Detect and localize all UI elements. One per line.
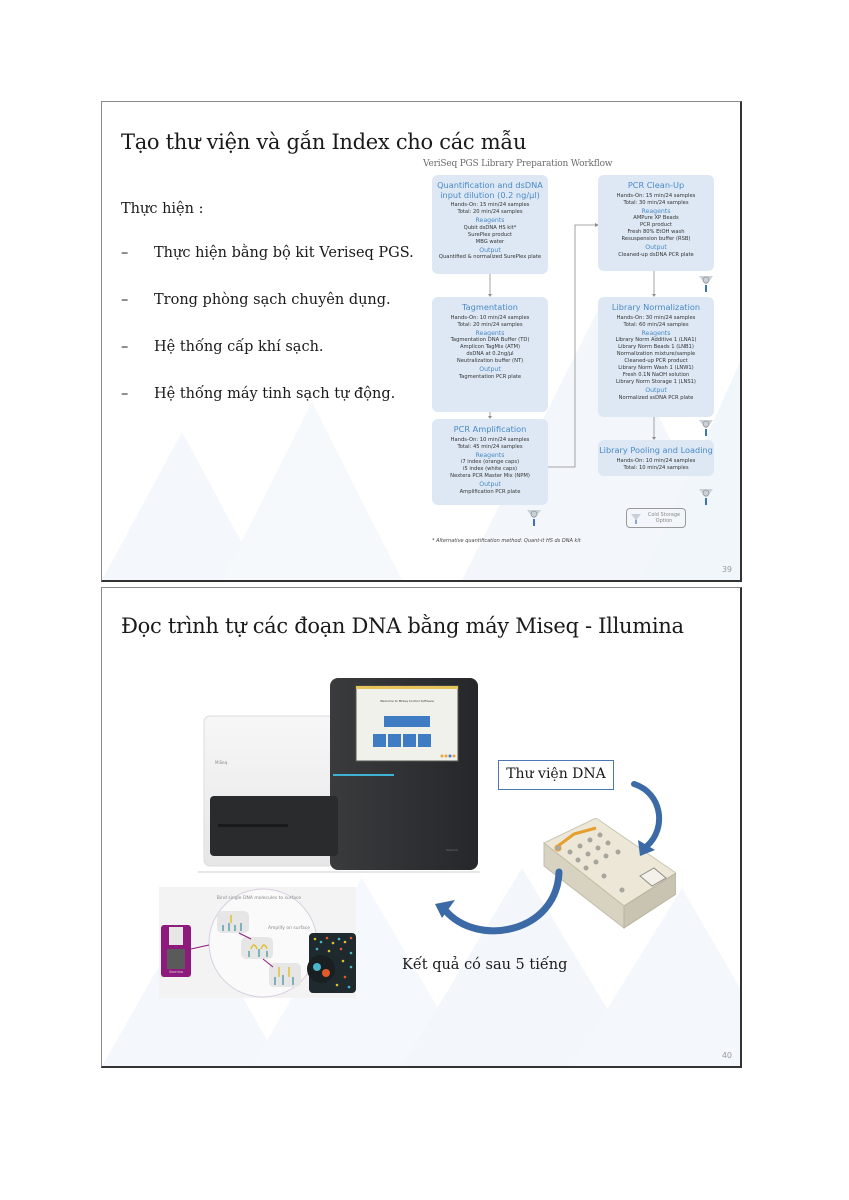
workflow-step-library-normalization: Library Normalization Hands-On: 30 min/2… (598, 297, 714, 417)
dna-library-callout: Thư viện DNA (498, 760, 614, 790)
cold-storage-funnel-icon (699, 276, 713, 292)
slide-title: Đọc trình tự các đoạn DNA bằng máy Miseq… (121, 614, 684, 638)
workflow-step-pcr-amplification: PCR Amplification Hands-On: 10 min/24 sa… (432, 419, 548, 505)
workflow-step-pcr-cleanup: PCR Clean-Up Hands-On: 15 min/24 samples… (598, 175, 714, 271)
slide-40: Đọc trình tự các đoạn DNA bằng máy Miseq… (101, 587, 742, 1068)
cold-storage-funnel-icon (699, 489, 713, 505)
page-number: 40 (721, 1051, 732, 1060)
workflow-step-tagmentation: Tagmentation Hands-On: 10 min/24 samples… (432, 297, 548, 412)
intro-text: Thực hiện : (121, 201, 204, 217)
workflow-footnote: * Alternative quantification method: Qua… (432, 538, 581, 544)
bullet-item: –Thực hiện bằng bộ kit Veriseq PGS. (121, 245, 414, 292)
bullet-dash: – (121, 245, 129, 261)
sequencing-chemistry-diagram: illumina Bind single DNA molecules to su… (159, 887, 356, 998)
cold-storage-funnel-icon (527, 510, 541, 526)
funnel-icon (631, 514, 641, 524)
bullet-dash: – (121, 386, 129, 402)
workflow-step-quantification: Quantification and dsDNA input dilution … (432, 175, 548, 274)
background-triangles (102, 868, 740, 1066)
result-time-text: Kết quả có sau 5 tiếng (402, 957, 568, 973)
bullet-item: –Hệ thống cấp khí sạch. (121, 339, 414, 386)
flow-cell-cartridge-image (543, 818, 676, 930)
cold-storage-legend: Cold Storage Option (626, 508, 686, 528)
illumina-logo: illumina (446, 848, 458, 852)
bind-label: Bind single DNA molecules to surface (217, 895, 302, 901)
slide-title: Tạo thư viện và gắn Index cho các mẫu (121, 130, 527, 154)
slide-39: Tạo thư viện và gắn Index cho các mẫu Th… (101, 101, 742, 582)
bullet-item: –Hệ thống máy tinh sạch tự động. (121, 386, 414, 433)
device-label: illumina (169, 970, 183, 974)
bullet-list: –Thực hiện bằng bộ kit Veriseq PGS. –Tro… (121, 245, 414, 433)
bullet-item: –Trong phòng sạch chuyên dụng. (121, 292, 414, 339)
workflow-step-library-pooling: Library Pooling and Loading Hands-On: 10… (598, 440, 714, 476)
bullet-dash: – (121, 292, 129, 308)
miseq-machine-image: MiSeq Welcome to MiSeq Control Software … (198, 678, 480, 873)
brand-label: MiSeq (215, 760, 228, 765)
cold-storage-funnel-icon (699, 420, 713, 436)
page-number: 39 (721, 565, 732, 574)
bullet-dash: – (121, 339, 129, 355)
screen-title: Welcome to MiSeq Control Software (380, 699, 434, 703)
workflow-title: VeriSeq PGS Library Preparation Workflow (423, 159, 613, 169)
amplify-label: Amplify on surface (268, 925, 310, 931)
